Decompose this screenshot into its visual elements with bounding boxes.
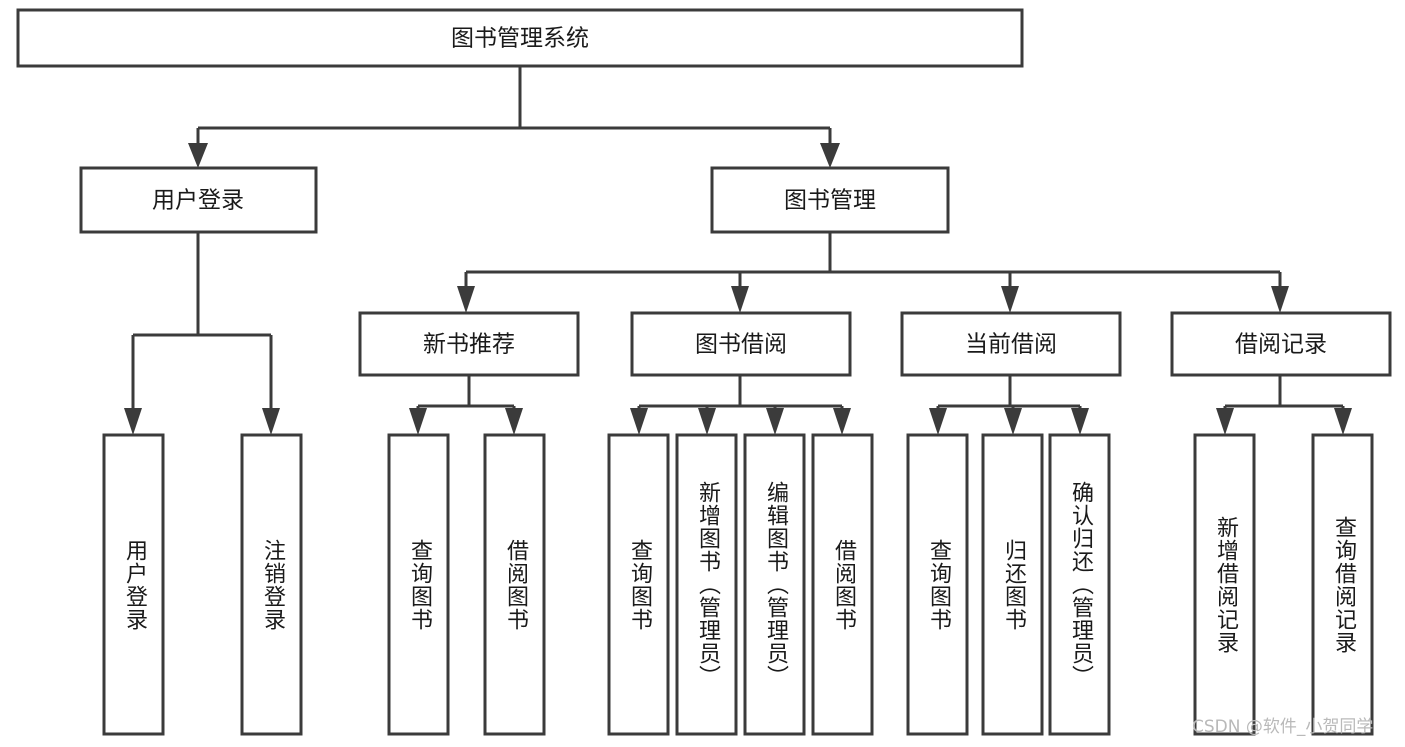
leaf-boxes [102, 433, 1374, 736]
edges-root-to-level2 [188, 66, 840, 168]
node-book-borrow-label: 图书借阅 [695, 332, 787, 358]
arrow-leaf-return-book-icon [1004, 408, 1022, 435]
edges-current-borrow-to-leaves [929, 375, 1089, 435]
node-leaf-query-book-2-box[interactable] [607, 433, 670, 736]
csdn-watermark: CSDN @软件_小贺同学 [1192, 717, 1374, 737]
node-leaf-edit-book-box[interactable] [743, 433, 806, 736]
node-leaf-query-book-3-box[interactable] [906, 433, 969, 736]
arrow-leaf-add-book-icon [698, 408, 716, 435]
node-current-borrow[interactable]: 当前借阅 [900, 311, 1122, 377]
node-book-manage[interactable]: 图书管理 [710, 166, 950, 234]
node-leaf-confirm-return-box[interactable] [1048, 433, 1111, 736]
edges-book-manage-to-level3 [457, 232, 1289, 313]
arrow-leaf-user-login-icon [124, 408, 142, 435]
arrow-to-book-manage-icon [820, 143, 840, 168]
node-user-login[interactable]: 用户登录 [79, 166, 318, 234]
node-leaf-add-record-box[interactable] [1193, 433, 1256, 736]
node-leaf-logout-box[interactable] [240, 433, 303, 736]
node-book-manage-box[interactable] [710, 166, 950, 234]
arrow-to-current-borrow-icon [1001, 286, 1019, 313]
node-root[interactable]: 图书管理系统 [16, 8, 1024, 68]
node-new-book-recommend-label: 新书推荐 [423, 332, 515, 358]
node-leaf-query-record-box[interactable] [1311, 433, 1374, 736]
edges-user-login-to-leaves [124, 232, 280, 435]
node-user-login-label: 用户登录 [152, 188, 244, 214]
arrow-to-new-book-recommend-icon [457, 286, 475, 313]
arrow-leaf-logout-icon [262, 408, 280, 435]
node-new-book-recommend-box[interactable] [358, 311, 580, 377]
node-leaf-query-book-1-box[interactable] [387, 433, 450, 736]
node-current-borrow-box[interactable] [900, 311, 1122, 377]
node-user-login-box[interactable] [79, 166, 318, 234]
node-new-book-recommend[interactable]: 新书推荐 [358, 311, 580, 377]
node-borrow-record[interactable]: 借阅记录 [1170, 311, 1392, 377]
node-current-borrow-label: 当前借阅 [965, 332, 1057, 358]
arrow-leaf-query-record-icon [1334, 408, 1352, 435]
edges-new-book-recommend-to-leaves [409, 375, 523, 435]
arrow-to-user-login-icon [188, 143, 208, 168]
node-borrow-record-box[interactable] [1170, 311, 1392, 377]
arrow-leaf-add-record-icon [1216, 408, 1234, 435]
node-book-manage-label: 图书管理 [784, 188, 876, 214]
arrow-leaf-query-book-3-icon [929, 408, 947, 435]
node-leaf-return-book-box[interactable] [981, 433, 1044, 736]
arrow-leaf-query-book-1-icon [409, 408, 427, 435]
arrow-leaf-edit-book-icon [766, 408, 784, 435]
arrow-leaf-borrow-book-2-icon [833, 408, 851, 435]
arrow-leaf-borrow-book-1-icon [505, 408, 523, 435]
node-leaf-add-book-box[interactable] [675, 433, 738, 736]
edges-borrow-record-to-leaves [1216, 375, 1352, 435]
arrow-to-book-borrow-icon [731, 286, 749, 313]
edges-book-borrow-to-leaves [630, 375, 851, 435]
node-book-borrow-box[interactable] [630, 311, 852, 377]
arrow-leaf-query-book-2-icon [630, 408, 648, 435]
node-borrow-record-label: 借阅记录 [1235, 332, 1327, 358]
arrow-to-borrow-record-icon [1271, 286, 1289, 313]
node-leaf-user-login-box[interactable] [102, 433, 165, 736]
node-leaf-borrow-book-2-box[interactable] [811, 433, 874, 736]
node-leaf-borrow-book-1-box[interactable] [483, 433, 546, 736]
node-root-label: 图书管理系统 [451, 26, 589, 52]
node-root-box[interactable] [16, 8, 1024, 68]
node-book-borrow[interactable]: 图书借阅 [630, 311, 852, 377]
arrow-leaf-confirm-return-icon [1071, 408, 1089, 435]
